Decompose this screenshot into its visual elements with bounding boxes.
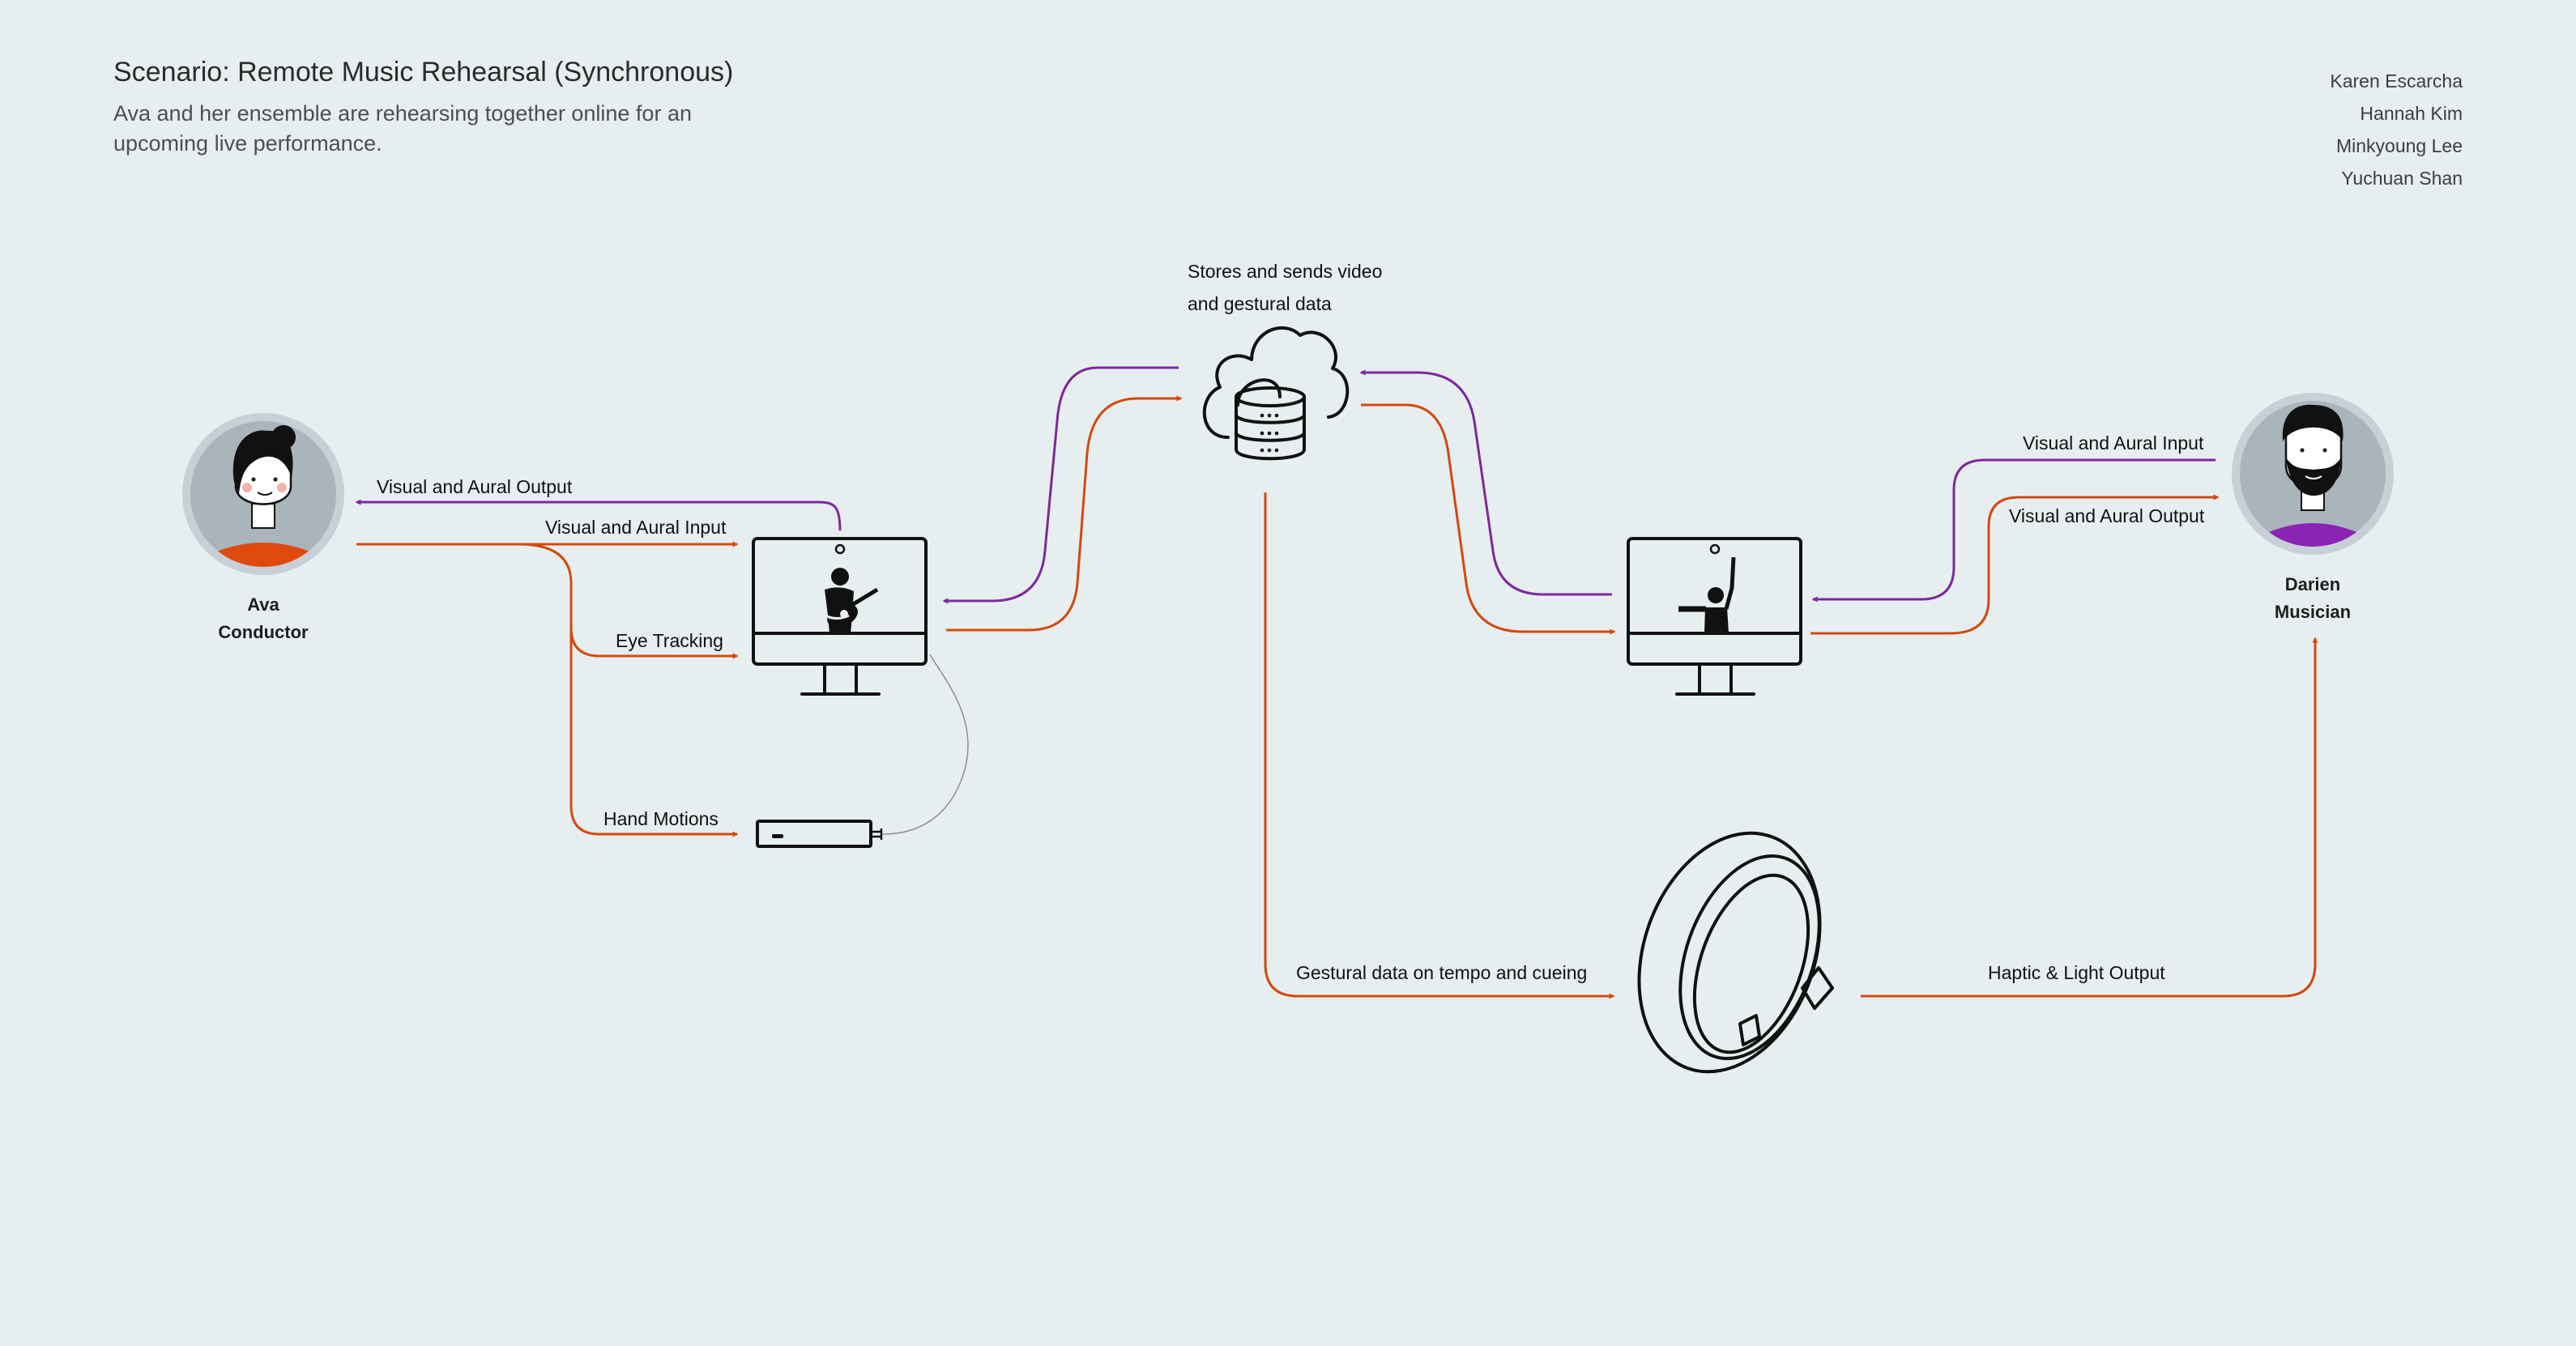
ava-monitor-to-cloud-arrow xyxy=(946,395,1183,632)
page-subtitle: Ava and her ensemble are rehearsing toge… xyxy=(113,101,692,155)
ava-input-label: Visual and Aural Input xyxy=(545,517,727,538)
conductor-icon xyxy=(1678,556,1736,633)
author-list: Karen Escarcha Hannah Kim Minkyoung Lee … xyxy=(2330,65,2463,194)
cloud-label: Stores and sends video and gestural data xyxy=(1188,255,1382,320)
eye-tracking-arrow xyxy=(518,543,739,659)
author-name: Hannah Kim xyxy=(2360,103,2463,124)
author-name: Yuchuan Shan xyxy=(2341,168,2463,189)
darien-output-arrow xyxy=(1810,494,2220,635)
darien-caption: Darien Musician xyxy=(2224,571,2402,626)
darien-monitor-to-cloud-arrow xyxy=(1359,369,1612,596)
person-name: Darien xyxy=(2284,574,2341,594)
darien-input-label: Visual and Aural Input xyxy=(2023,432,2204,454)
cloud-label-line: and gestural data xyxy=(1188,293,1332,314)
cloud-to-ava-monitor-arrow xyxy=(942,366,1179,604)
haptic-output-label: Haptic & Light Output xyxy=(1988,962,2165,983)
ava-caption: Ava Conductor xyxy=(174,591,352,646)
page-title: Scenario: Remote Music Rehearsal (Synchr… xyxy=(113,57,734,87)
darien-avatar xyxy=(2232,393,2394,555)
cloud-database-icon xyxy=(1202,326,1350,461)
cloud-to-darien-monitor-arrow xyxy=(1361,403,1616,635)
haptic-output-arrow xyxy=(1861,637,2318,998)
ava-output-arrow xyxy=(355,499,842,531)
guitarist-icon xyxy=(817,568,879,633)
gestural-data-arrow xyxy=(1264,492,1615,999)
hand-motions-arrow xyxy=(569,615,739,837)
person-role: Conductor xyxy=(218,622,309,642)
author-name: Karen Escarcha xyxy=(2330,70,2463,92)
person-role: Musician xyxy=(2274,602,2352,622)
eye-tracking-label: Eye Tracking xyxy=(616,630,723,651)
darien-monitor-icon xyxy=(1627,537,1802,696)
ava-avatar xyxy=(182,413,344,575)
darien-output-label: Visual and Aural Output xyxy=(2009,505,2205,526)
person-name: Ava xyxy=(247,594,279,615)
author-name: Minkyoung Lee xyxy=(2336,135,2463,156)
hand-motions-label: Hand Motions xyxy=(603,808,719,829)
cloud-label-line: Stores and sends video xyxy=(1188,261,1383,282)
gestural-data-label: Gestural data on tempo and cueing xyxy=(1296,962,1588,983)
haptic-ring-icon xyxy=(1637,831,1834,1074)
ava-output-label: Visual and Aural Output xyxy=(377,476,573,497)
darien-input-arrow xyxy=(1811,458,2216,603)
controller-cable xyxy=(882,654,969,835)
hand-tracking-controller-icon xyxy=(756,820,883,848)
ava-monitor-icon xyxy=(752,537,928,696)
